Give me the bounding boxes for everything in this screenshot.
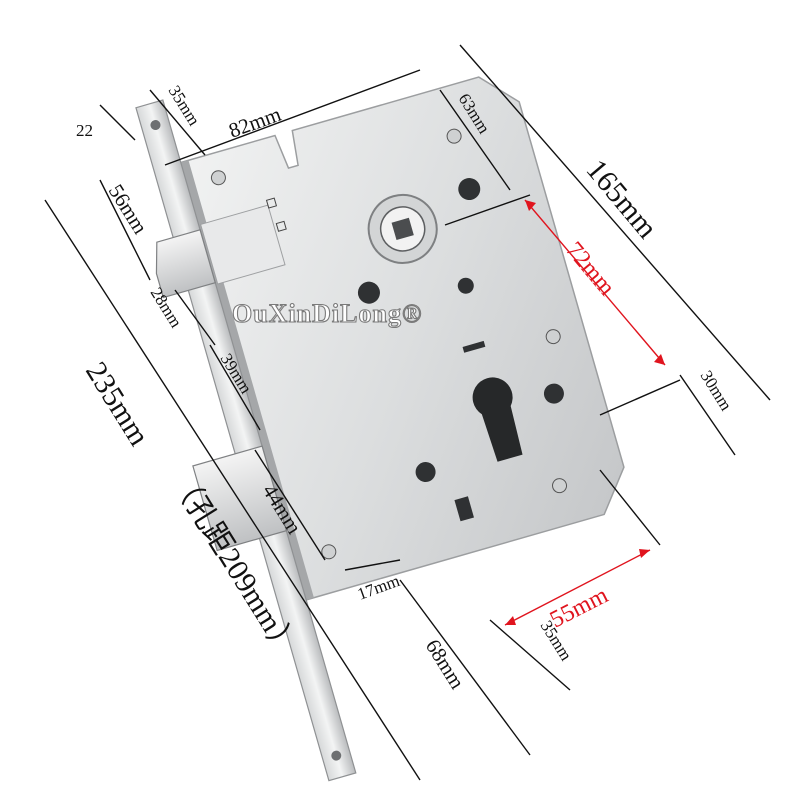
- dim-line-63: [439, 89, 511, 191]
- case-screw-4: [552, 478, 568, 494]
- dim-line-55: [504, 549, 651, 626]
- dim-line-82: [164, 69, 421, 166]
- lock-body: [135, 76, 625, 782]
- case-hole-5: [415, 462, 436, 483]
- faceplate-screw-hole-top: [150, 120, 161, 131]
- dim-line-17: [344, 559, 401, 571]
- dim-line-22: [99, 104, 136, 141]
- latch-bolt: [155, 229, 216, 299]
- dim-line-39: [209, 344, 261, 431]
- dim-arrow-55-left: [505, 616, 516, 625]
- case-keyhole: [454, 496, 474, 522]
- dim-line-30: [679, 374, 736, 456]
- dim-line-56: [99, 179, 151, 281]
- latch-bolt-inner: [200, 204, 286, 285]
- lock-case: [179, 76, 625, 601]
- dimension-lines: [44, 44, 771, 781]
- case-slit: [462, 340, 486, 353]
- dim-line-35-bottom: [489, 619, 571, 691]
- case-screw-1: [210, 170, 226, 186]
- deadbolt: [192, 445, 288, 552]
- label-55mm: 55mm: [546, 582, 613, 633]
- label-235mm: 235mm: [79, 356, 156, 451]
- leader-cylinder: [599, 379, 681, 416]
- dim-line-overall: [44, 199, 421, 781]
- dim-line-44: [254, 449, 326, 561]
- spindle-square-hole: [391, 217, 414, 241]
- case-hole-1: [357, 281, 380, 304]
- faceplate-screw-hole-bottom: [331, 750, 342, 761]
- cylinder-profile-hole: [472, 377, 523, 462]
- case-screw-5: [321, 544, 337, 560]
- case-slot-2: [275, 220, 287, 232]
- case-hole-4: [543, 383, 564, 404]
- dimension-lines-red: [504, 199, 666, 626]
- dim-line-165: [459, 44, 771, 401]
- case-screw-3: [545, 329, 561, 345]
- leader-spindle: [444, 194, 531, 226]
- dim-line-28: [174, 289, 216, 346]
- label-35mm-top: 35mm: [165, 82, 204, 129]
- dim-line-35-top: [149, 89, 206, 156]
- leader-cylinder-bottom: [599, 469, 661, 546]
- dim-line-68: [399, 579, 531, 756]
- dim-arrow-72-top: [525, 200, 536, 211]
- watermark: OuXinDiLong®: [232, 299, 422, 328]
- label-22: 22: [76, 121, 93, 140]
- dim-arrow-72-bottom: [654, 354, 665, 365]
- case-screw-2: [446, 128, 462, 144]
- case-hole-2: [458, 178, 481, 201]
- case-hole-3: [457, 277, 474, 294]
- case-slot-1: [265, 197, 278, 209]
- label-56mm: 56mm: [104, 180, 153, 238]
- dim-arrow-55-right: [639, 549, 650, 558]
- dim-line-72: [524, 199, 666, 366]
